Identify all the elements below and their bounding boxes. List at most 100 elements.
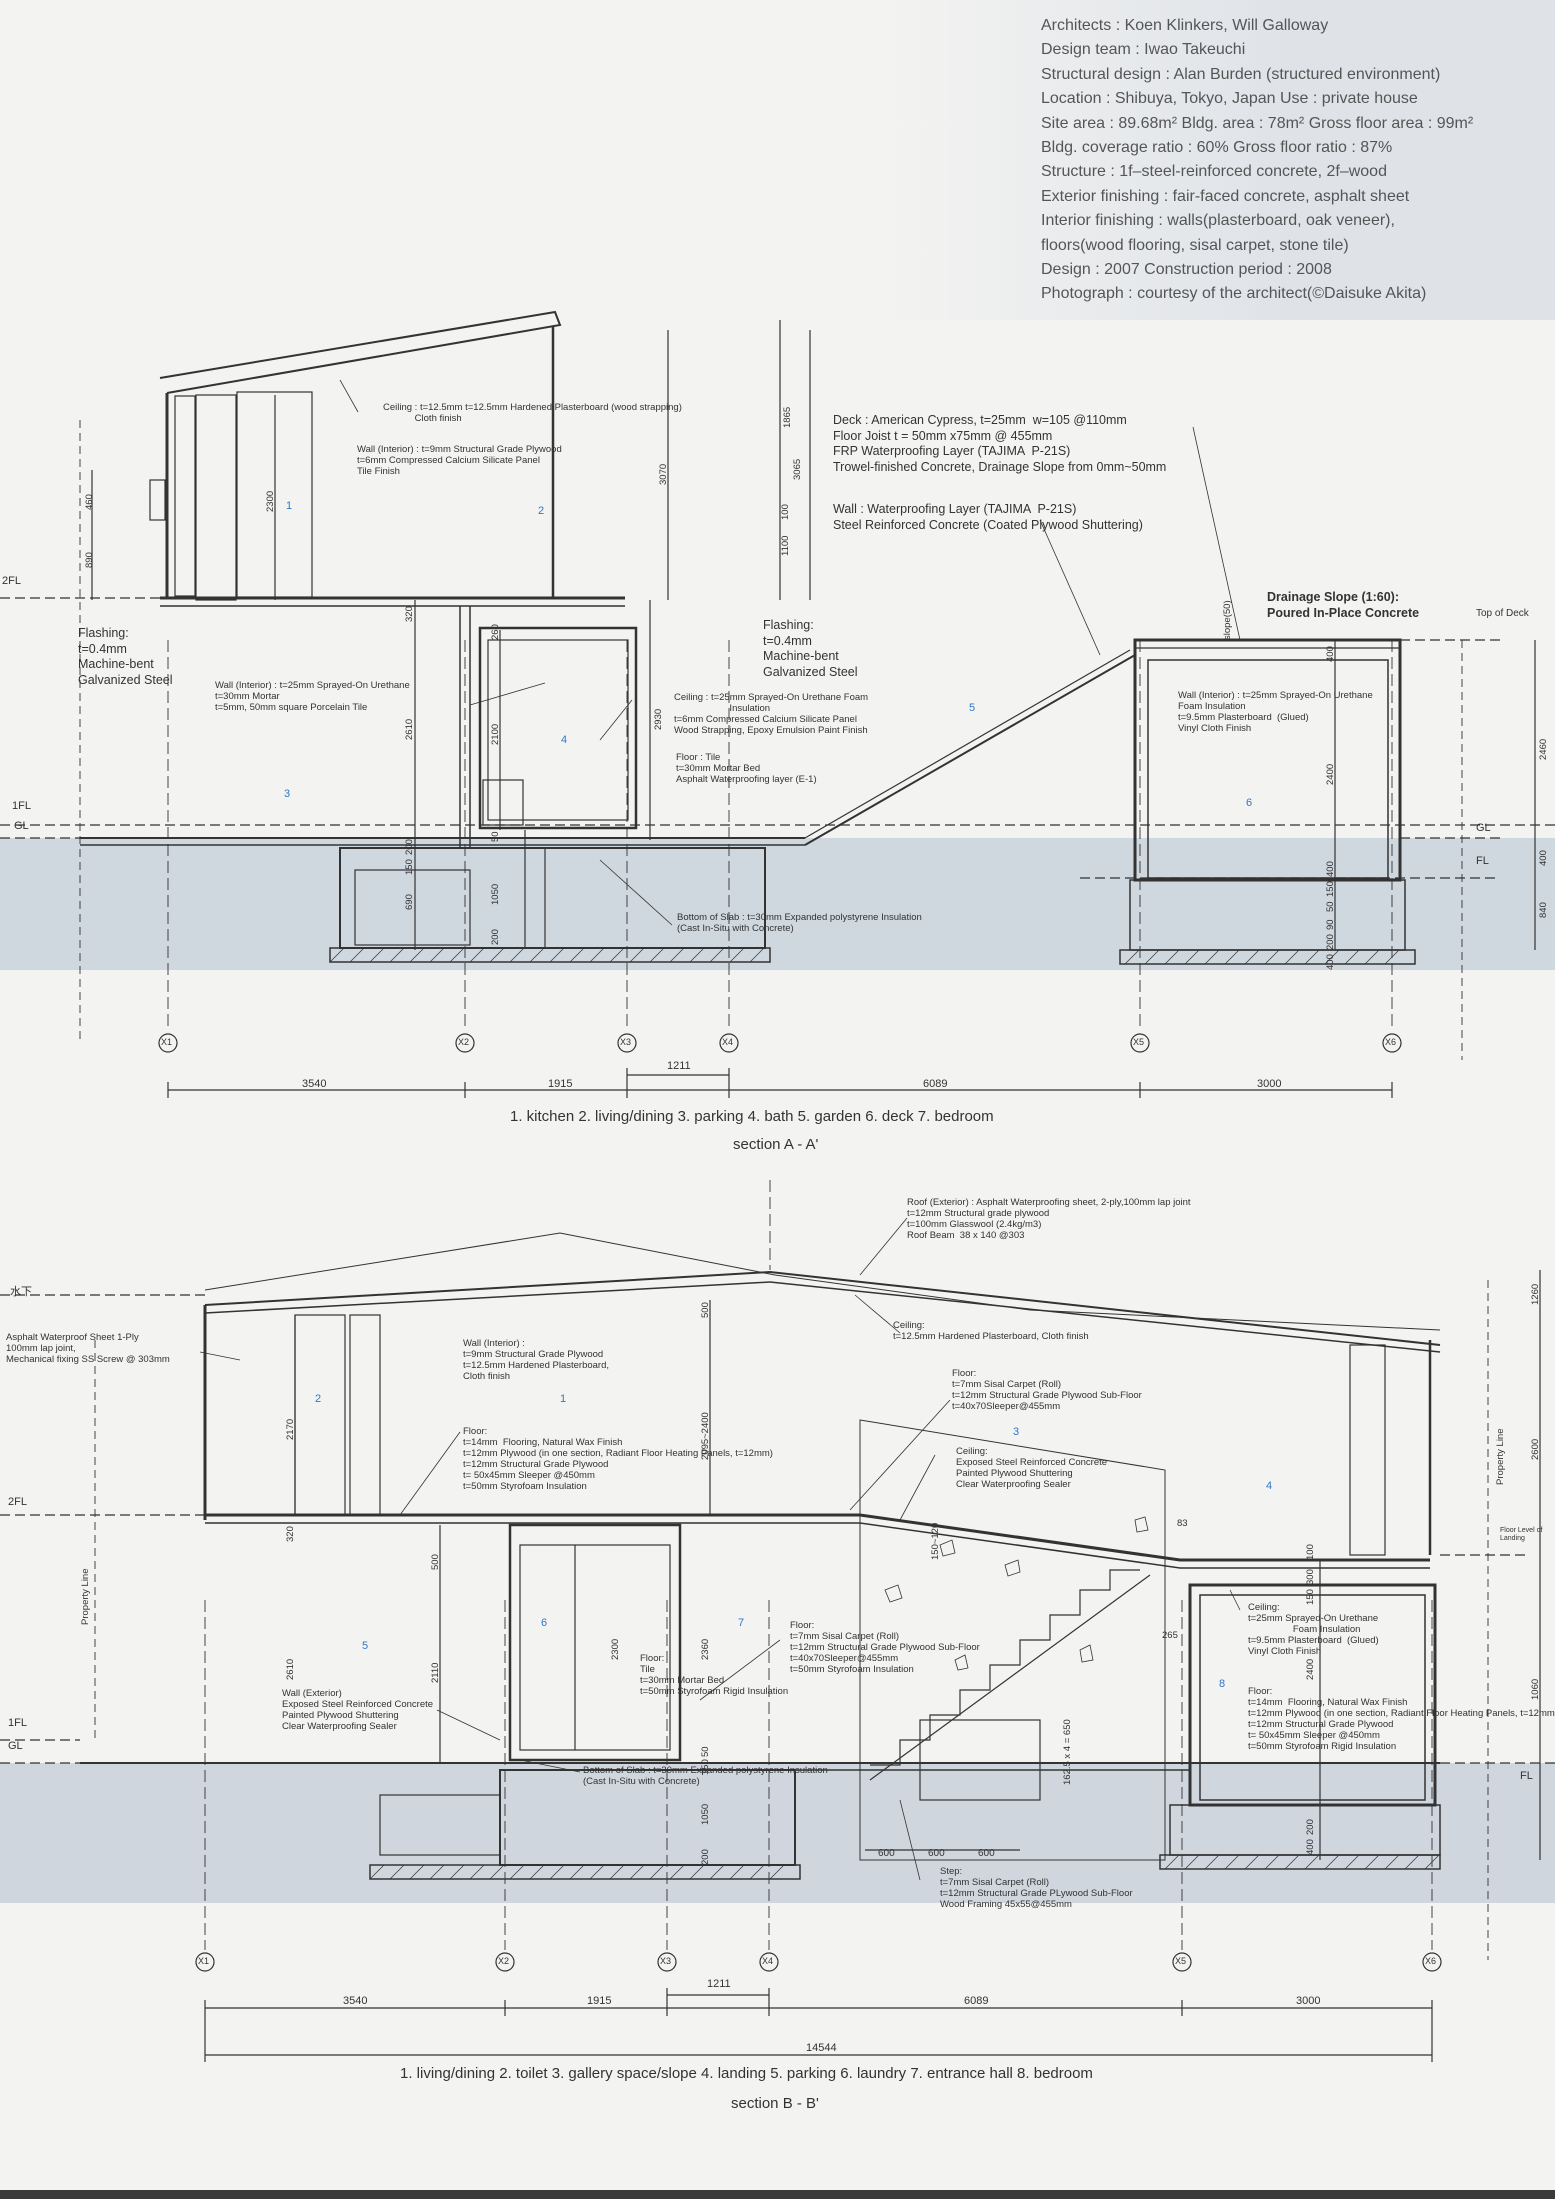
info-line: Exterior finishing : fair-faced concrete… xyxy=(1041,187,1410,205)
vdim: 83 xyxy=(1177,1518,1188,1529)
grid-label: X6 xyxy=(1425,1956,1437,1966)
room-number: 6 xyxy=(541,1617,548,1629)
note-b-slab: Bottom of Slab : t=30mm Expanded polysty… xyxy=(583,1765,828,1787)
vdim: 400 xyxy=(1538,850,1549,866)
grid-label: X1 xyxy=(198,1956,210,1966)
vdim: 2170 xyxy=(285,1418,296,1440)
vdim: 1050 xyxy=(700,1803,711,1825)
vdim: 2300 xyxy=(610,1638,621,1660)
vdim: 2300 xyxy=(265,490,276,512)
level-label: GL xyxy=(1476,822,1491,834)
dim-label: 1211 xyxy=(667,1060,691,1072)
note-b-roof: Roof (Exterior) : Asphalt Waterproofing … xyxy=(907,1197,1191,1241)
vdim: 3065 xyxy=(792,458,803,480)
vdim: 2110 xyxy=(430,1662,441,1683)
grid-label: X4 xyxy=(722,1037,734,1047)
level-label: FL xyxy=(1520,1770,1533,1782)
note-a-flashing-left: Flashing: t=0.4mm Machine-bent Galvanize… xyxy=(78,626,173,687)
vdim: 500 xyxy=(700,1302,711,1318)
note-b-floor-upper: Floor: t=7mm Sisal Carpet (Roll) t=12mm … xyxy=(952,1368,1142,1412)
note-b-floor-2f: Floor: t=14mm Flooring, Natural Wax Fini… xyxy=(463,1426,773,1492)
note-a-slab: Bottom of Slab : t=30mm Expanded polysty… xyxy=(677,912,922,934)
vdim: 265 xyxy=(1162,1630,1178,1641)
caption-b: section B - B' xyxy=(731,2095,819,2112)
note-a-deck: Deck : American Cypress, t=25mm w=105 @1… xyxy=(833,413,1167,474)
vdim: 890 xyxy=(84,552,95,568)
vdim: 150 xyxy=(1305,1589,1316,1605)
vdim: 200 xyxy=(1325,934,1336,950)
info-line: Structural design : Alan Burden (structu… xyxy=(1041,65,1441,83)
grid-label: X2 xyxy=(498,1956,510,1966)
vdim: 400 xyxy=(1305,1839,1316,1855)
info-line: Bldg. coverage ratio : 60% Gross floor r… xyxy=(1041,139,1393,157)
room-number: 3 xyxy=(284,788,291,800)
info-line: Site area : 89.68m² Bldg. area : 78m² Gr… xyxy=(1041,114,1474,132)
level-label: 1FL xyxy=(8,1717,27,1729)
grid-label: X5 xyxy=(1133,1037,1145,1047)
room-number: 7 xyxy=(738,1617,745,1629)
grid-label: X6 xyxy=(1385,1037,1397,1047)
vdim: 150 xyxy=(1325,881,1336,897)
grid-label: X2 xyxy=(458,1037,470,1047)
vdim: 200 xyxy=(700,1849,711,1865)
info-line: Location : Shibuya, Tokyo, Japan Use : p… xyxy=(1041,90,1418,108)
dim-label: 3540 xyxy=(302,1078,327,1090)
info-line: Architects : Koen Klinkers, Will Gallowa… xyxy=(1041,17,1329,34)
project-info: Architects : Koen Klinkers, Will Gallowa… xyxy=(1041,14,1473,307)
grid-label: X3 xyxy=(620,1037,632,1047)
vdim: 50 xyxy=(1325,901,1336,912)
level-label-landing: Floor Level of Landing xyxy=(1500,1527,1543,1542)
note-b-floor-tile: Floor: Tile t=30mm Mortar Bed t=50mm Sty… xyxy=(640,1653,789,1697)
info-line: Photograph : courtesy of the architect(©… xyxy=(1041,285,1427,303)
vdim: 400 xyxy=(1325,861,1336,877)
room-number: 6 xyxy=(1246,797,1253,809)
grid-label: X4 xyxy=(762,1956,774,1966)
stair-dim: 600 xyxy=(978,1848,995,1859)
vdim: 3070 xyxy=(658,463,669,485)
note-b-step: Step: t=7mm Sisal Carpet (Roll) t=12mm S… xyxy=(940,1866,1133,1910)
vdim: 400 xyxy=(1325,954,1336,970)
room-number: 4 xyxy=(1266,1480,1273,1492)
level-label: 2FL xyxy=(8,1496,27,1508)
note-b-wall-interior: Wall (Interior) : t=9mm Structural Grade… xyxy=(463,1338,610,1382)
vdim: 2610 xyxy=(285,1658,296,1680)
stair-dim: 600 xyxy=(928,1848,945,1859)
room-number: 1 xyxy=(560,1393,567,1405)
dim-label: 6089 xyxy=(923,1078,948,1090)
vdim: 460 xyxy=(84,494,95,510)
vdim: 50 xyxy=(490,831,501,842)
vdim: 400 xyxy=(1325,646,1336,662)
vdim: 150 xyxy=(404,859,415,875)
section-a-geometry xyxy=(0,310,1555,1098)
vdim: 840 xyxy=(1538,902,1549,918)
note-b-floor-entrance: Floor: t=7mm Sisal Carpet (Roll) t=12mm … xyxy=(790,1620,980,1675)
room-number: 2 xyxy=(538,505,545,517)
note-a-wall-interior-lower: Wall (Interior) : t=25mm Sprayed-On Uret… xyxy=(215,680,410,713)
vdim: slope(50) xyxy=(1222,600,1233,640)
dim-label: 3000 xyxy=(1257,1078,1282,1090)
vdim: 2400 xyxy=(1305,1658,1316,1680)
level-label: 2FL xyxy=(2,575,21,587)
vdim: 2610 xyxy=(404,718,415,740)
legend-a: 1. kitchen 2. living/dining 3. parking 4… xyxy=(510,1108,994,1125)
dim-label: 14544 xyxy=(806,2042,837,2054)
room-number: 1 xyxy=(286,500,293,512)
note-a-floor-bath: Floor : Tile t=30mm Mortar Bed Asphalt W… xyxy=(676,752,817,785)
note-a-drainage: Drainage Slope (1:60): Poured In-Place C… xyxy=(1267,590,1420,620)
vdim: 260 xyxy=(490,624,501,640)
grid-label: X5 xyxy=(1175,1956,1187,1966)
vdim: 320 xyxy=(404,606,415,622)
caption-a: section A - A' xyxy=(733,1136,819,1153)
note-b-asphalt: Asphalt Waterproof Sheet 1-Ply 100mm lap… xyxy=(6,1332,170,1365)
note-a-ceiling-bath: Ceiling : t=25mm Sprayed-On Urethane Foa… xyxy=(674,692,869,736)
room-number: 5 xyxy=(969,702,976,714)
vdim: 2930 xyxy=(653,708,664,730)
note-b-wall-exterior: Wall (Exterior) Exposed Steel Reinforced… xyxy=(282,1688,434,1732)
info-line: floors(wood flooring, sisal carpet, ston… xyxy=(1041,236,1349,254)
level-label: 水下 xyxy=(10,1286,32,1298)
dim-label: 1211 xyxy=(707,1978,731,1990)
room-number: 5 xyxy=(362,1640,369,1652)
level-label: GL xyxy=(8,1740,23,1752)
vdim: 690 xyxy=(404,894,415,910)
vdim: 200 xyxy=(1305,1819,1316,1835)
